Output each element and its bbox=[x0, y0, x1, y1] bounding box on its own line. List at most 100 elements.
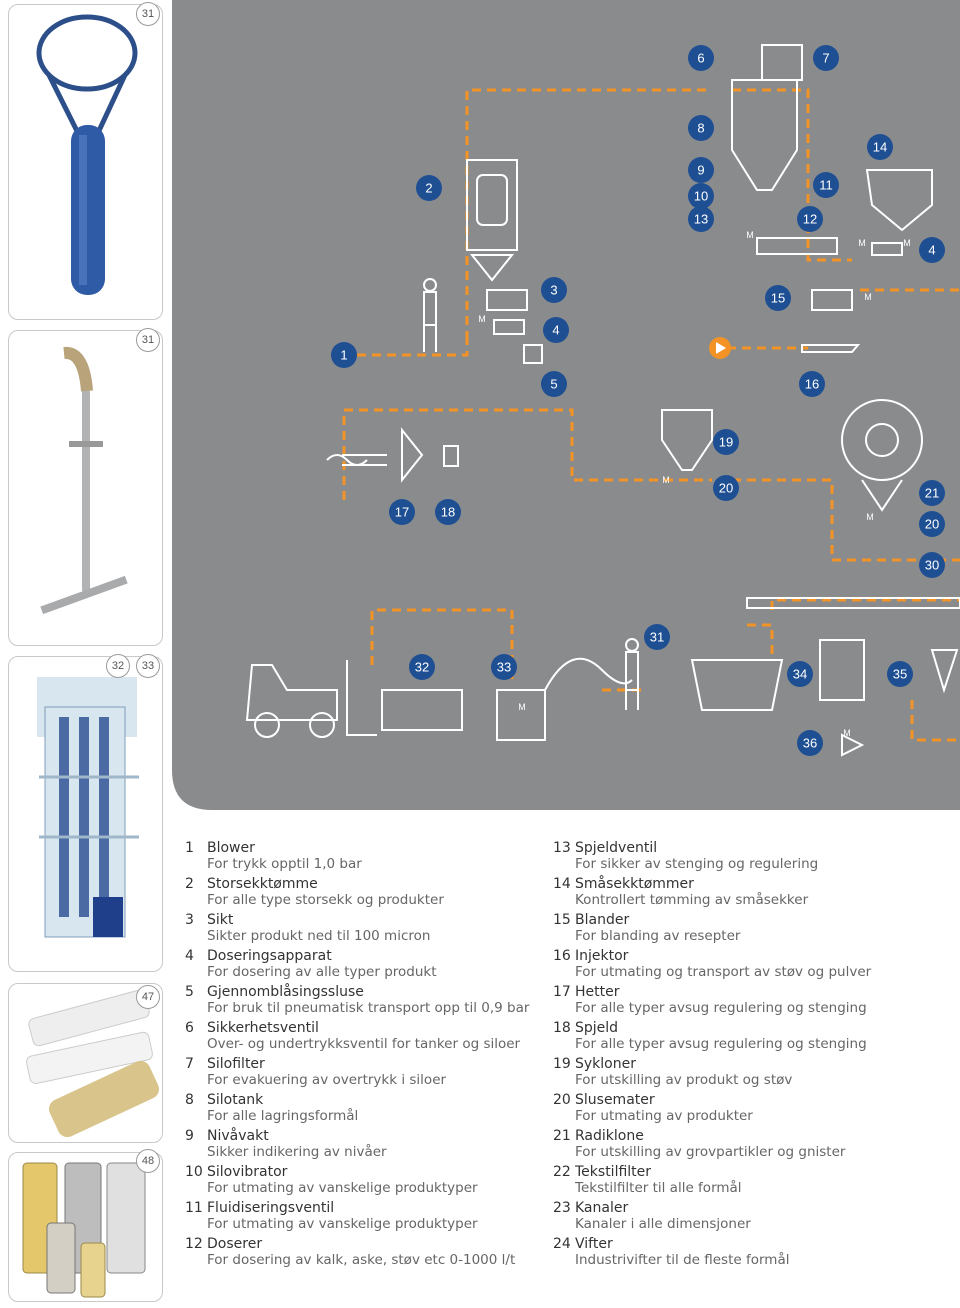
callout-circle bbox=[797, 206, 823, 232]
motor-label: M bbox=[478, 314, 486, 324]
legend-name: Spjeldventil bbox=[575, 840, 658, 856]
callout-circle bbox=[416, 175, 442, 201]
filter-system-image bbox=[37, 677, 139, 938]
callout-circle bbox=[331, 342, 357, 368]
callout-number: 10 bbox=[694, 189, 708, 204]
legend-name: Spjeld bbox=[575, 1020, 619, 1036]
legend-number: 4 bbox=[185, 948, 194, 964]
callout-number: 20 bbox=[925, 517, 939, 532]
callout-badge: 11 bbox=[813, 172, 839, 198]
operator-body bbox=[423, 291, 437, 352]
callout-number: 32 bbox=[415, 660, 429, 675]
legend-description: Tekstilfilter til alle formål bbox=[575, 1180, 742, 1196]
big-bag-frame bbox=[466, 159, 518, 251]
legend-number: 16 bbox=[553, 948, 571, 964]
callout-number: 6 bbox=[697, 51, 704, 66]
legend-description: For alle lagringsformål bbox=[207, 1108, 359, 1124]
callout-badge: 4 bbox=[543, 317, 569, 343]
motor-label: M bbox=[858, 238, 866, 248]
callout-circle bbox=[887, 661, 913, 687]
legend-description: For sikker av stenging og regulering bbox=[575, 856, 819, 872]
motor-label: M bbox=[843, 728, 851, 738]
legend-name: Storsekktømme bbox=[207, 876, 318, 892]
legend-description: For alle typer avsug regulering og steng… bbox=[575, 1000, 867, 1016]
callout-badge: 8 bbox=[688, 115, 714, 141]
legend-name: Silovibrator bbox=[207, 1164, 288, 1180]
callout-badge: 13 bbox=[688, 206, 714, 232]
doser bbox=[493, 319, 525, 335]
callout-number: 17 bbox=[395, 505, 409, 520]
legend-number: 2 bbox=[185, 876, 194, 892]
callout-number: 36 bbox=[803, 736, 817, 751]
callout-badge: 10 bbox=[688, 183, 714, 209]
callout-number: 34 bbox=[793, 667, 807, 682]
legend-number: 6 bbox=[185, 1020, 194, 1036]
legend-number: 21 bbox=[553, 1128, 571, 1144]
motor-label: M bbox=[662, 475, 670, 485]
legend-name: Injektor bbox=[575, 948, 629, 964]
motor-labels: M M M M M M M M M bbox=[478, 230, 911, 738]
bin bbox=[690, 659, 784, 711]
page-badge-47: 47 bbox=[136, 985, 160, 1009]
callout-number: 11 bbox=[819, 178, 833, 193]
suction-nozzle-image bbox=[40, 346, 128, 615]
legend-number: 23 bbox=[553, 1200, 571, 1216]
legend-number: 19 bbox=[553, 1056, 571, 1072]
legend-name: Kanaler bbox=[575, 1200, 629, 1216]
legend-description: For alle type storsekk og produkter bbox=[207, 892, 444, 908]
legend-name: Silotank bbox=[207, 1092, 264, 1108]
legend-description: For utmating av produkter bbox=[575, 1108, 753, 1124]
callout-circle bbox=[688, 183, 714, 209]
callout-badge: 5 bbox=[541, 371, 567, 397]
photo-card-filter-cartridges bbox=[8, 1152, 163, 1302]
forklift-mast bbox=[346, 660, 377, 736]
belt-conveyor bbox=[746, 597, 960, 609]
damper bbox=[443, 445, 459, 467]
callout-circle bbox=[435, 499, 461, 525]
legend-number: 5 bbox=[185, 984, 194, 1000]
silo-filter bbox=[761, 44, 803, 81]
callout-circle bbox=[541, 277, 567, 303]
legend-name: Hetter bbox=[575, 984, 620, 1000]
legend-name: Tekstilfilter bbox=[575, 1164, 652, 1180]
equipment-art bbox=[245, 44, 960, 757]
callout-badge: 21 bbox=[919, 480, 945, 506]
callout-number: 35 bbox=[893, 667, 907, 682]
legend-name: Blander bbox=[575, 912, 630, 928]
fan-rotor bbox=[865, 423, 899, 457]
callout-badge: 32 bbox=[409, 654, 435, 680]
legend-description: Kanaler i alle dimensjoner bbox=[575, 1216, 751, 1232]
callout-badge: 2 bbox=[416, 175, 442, 201]
callout-badge: 20 bbox=[713, 475, 739, 501]
container bbox=[381, 689, 463, 731]
legend-name: Silofilter bbox=[207, 1056, 265, 1072]
callout-number: 9 bbox=[697, 163, 704, 178]
callout-badge: 33 bbox=[491, 654, 517, 680]
page-badge-31a: 31 bbox=[136, 2, 160, 26]
legend-description: Industrivifter til de fleste formål bbox=[575, 1252, 790, 1268]
forklift-body bbox=[245, 664, 338, 721]
legend-description: For utmating og transport av støv og pul… bbox=[575, 964, 872, 980]
callout-number: 18 bbox=[441, 505, 455, 520]
fume-symbol bbox=[326, 454, 387, 466]
legend-number: 3 bbox=[185, 912, 194, 928]
callout-number: 12 bbox=[803, 212, 817, 227]
legend-name: Sykloner bbox=[575, 1056, 636, 1072]
legend-name: Slusemater bbox=[575, 1092, 655, 1108]
